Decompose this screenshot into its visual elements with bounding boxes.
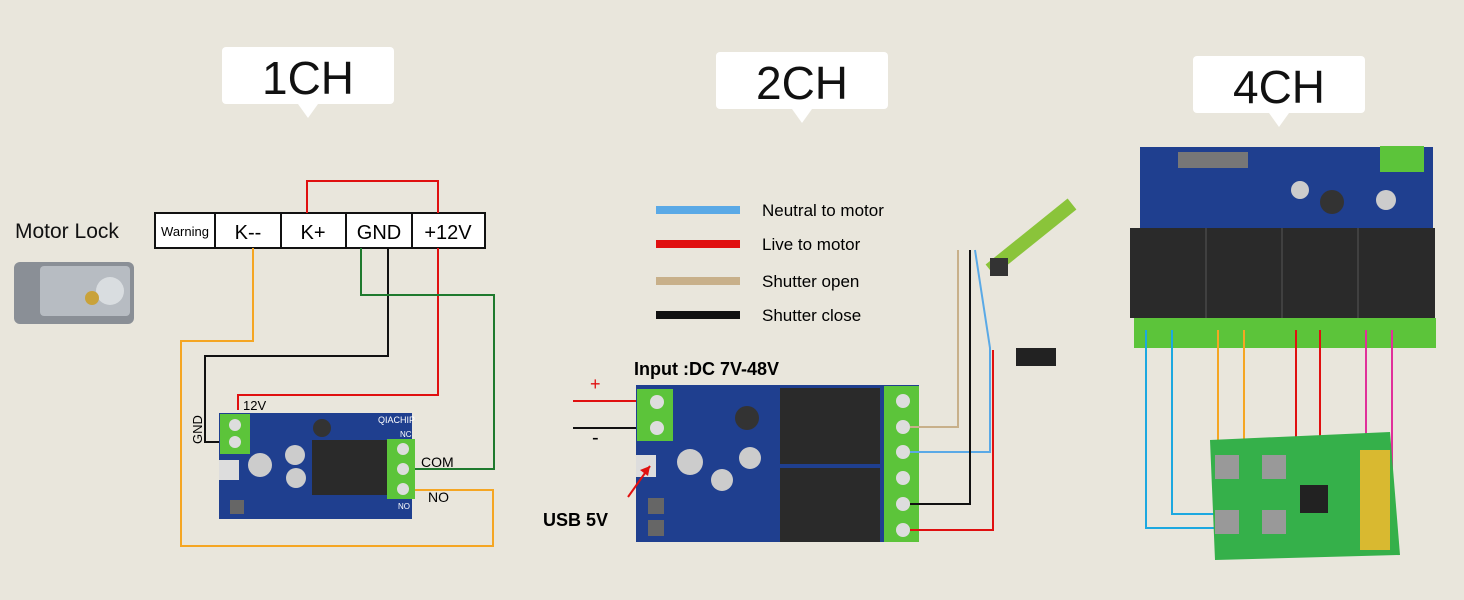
- legend-label: Live to motor: [762, 235, 861, 254]
- no-small-label: NO: [398, 502, 410, 511]
- nc-label: NC: [400, 430, 412, 439]
- tubular-motor-image: [985, 198, 1077, 366]
- terminal-k-minus: K--: [235, 222, 262, 244]
- title-text: 1CH: [262, 52, 354, 104]
- terminal-warning: Warning: [161, 224, 209, 239]
- legend-label: Neutral to motor: [762, 201, 884, 220]
- plus-label: +: [590, 374, 601, 394]
- wires-1ch: [180, 180, 495, 547]
- legend-swatch-close: [656, 311, 740, 319]
- title-text: 4CH: [1233, 61, 1325, 113]
- legend-swatch-neutral: [656, 206, 740, 214]
- legend-label: Shutter close: [762, 306, 861, 325]
- com-label: COM: [421, 454, 454, 470]
- relay-board-4ch: [1130, 146, 1436, 348]
- legend: Neutral to motor Live to motor Shutter o…: [656, 201, 884, 325]
- motor-lock-terminal-strip: Warning K-- K+ GND +12V: [154, 212, 486, 249]
- legend-swatch-open: [656, 277, 740, 285]
- relay-board-2ch: [636, 385, 919, 542]
- motor-lock-label: Motor Lock: [15, 220, 119, 243]
- usb-label: USB 5V: [543, 510, 608, 530]
- 12v-label: 12V: [243, 398, 266, 413]
- motor-lock-image: [14, 262, 134, 324]
- terminal-gnd: GND: [357, 222, 401, 244]
- terminal-k-plus: K+: [300, 222, 325, 244]
- wires-2ch: [910, 249, 994, 531]
- gnd-label: GND: [190, 415, 205, 444]
- title-text: 2CH: [756, 57, 848, 109]
- brand-label: QIACHIP: [378, 415, 415, 425]
- title-4ch: 4CH: [1193, 56, 1365, 127]
- title-1ch: 1CH: [222, 47, 394, 118]
- remote-control-board: [1210, 432, 1400, 560]
- no-label: NO: [428, 489, 449, 505]
- legend-label: Shutter open: [762, 272, 859, 291]
- relay-board-1ch: QIACHIP NC NO: [219, 413, 415, 519]
- input-voltage-label: Input :DC 7V-48V: [634, 359, 779, 379]
- title-2ch: 2CH: [716, 52, 888, 123]
- legend-swatch-live: [656, 240, 740, 248]
- minus-label: -: [592, 427, 599, 449]
- terminal-12v: +12V: [424, 222, 472, 244]
